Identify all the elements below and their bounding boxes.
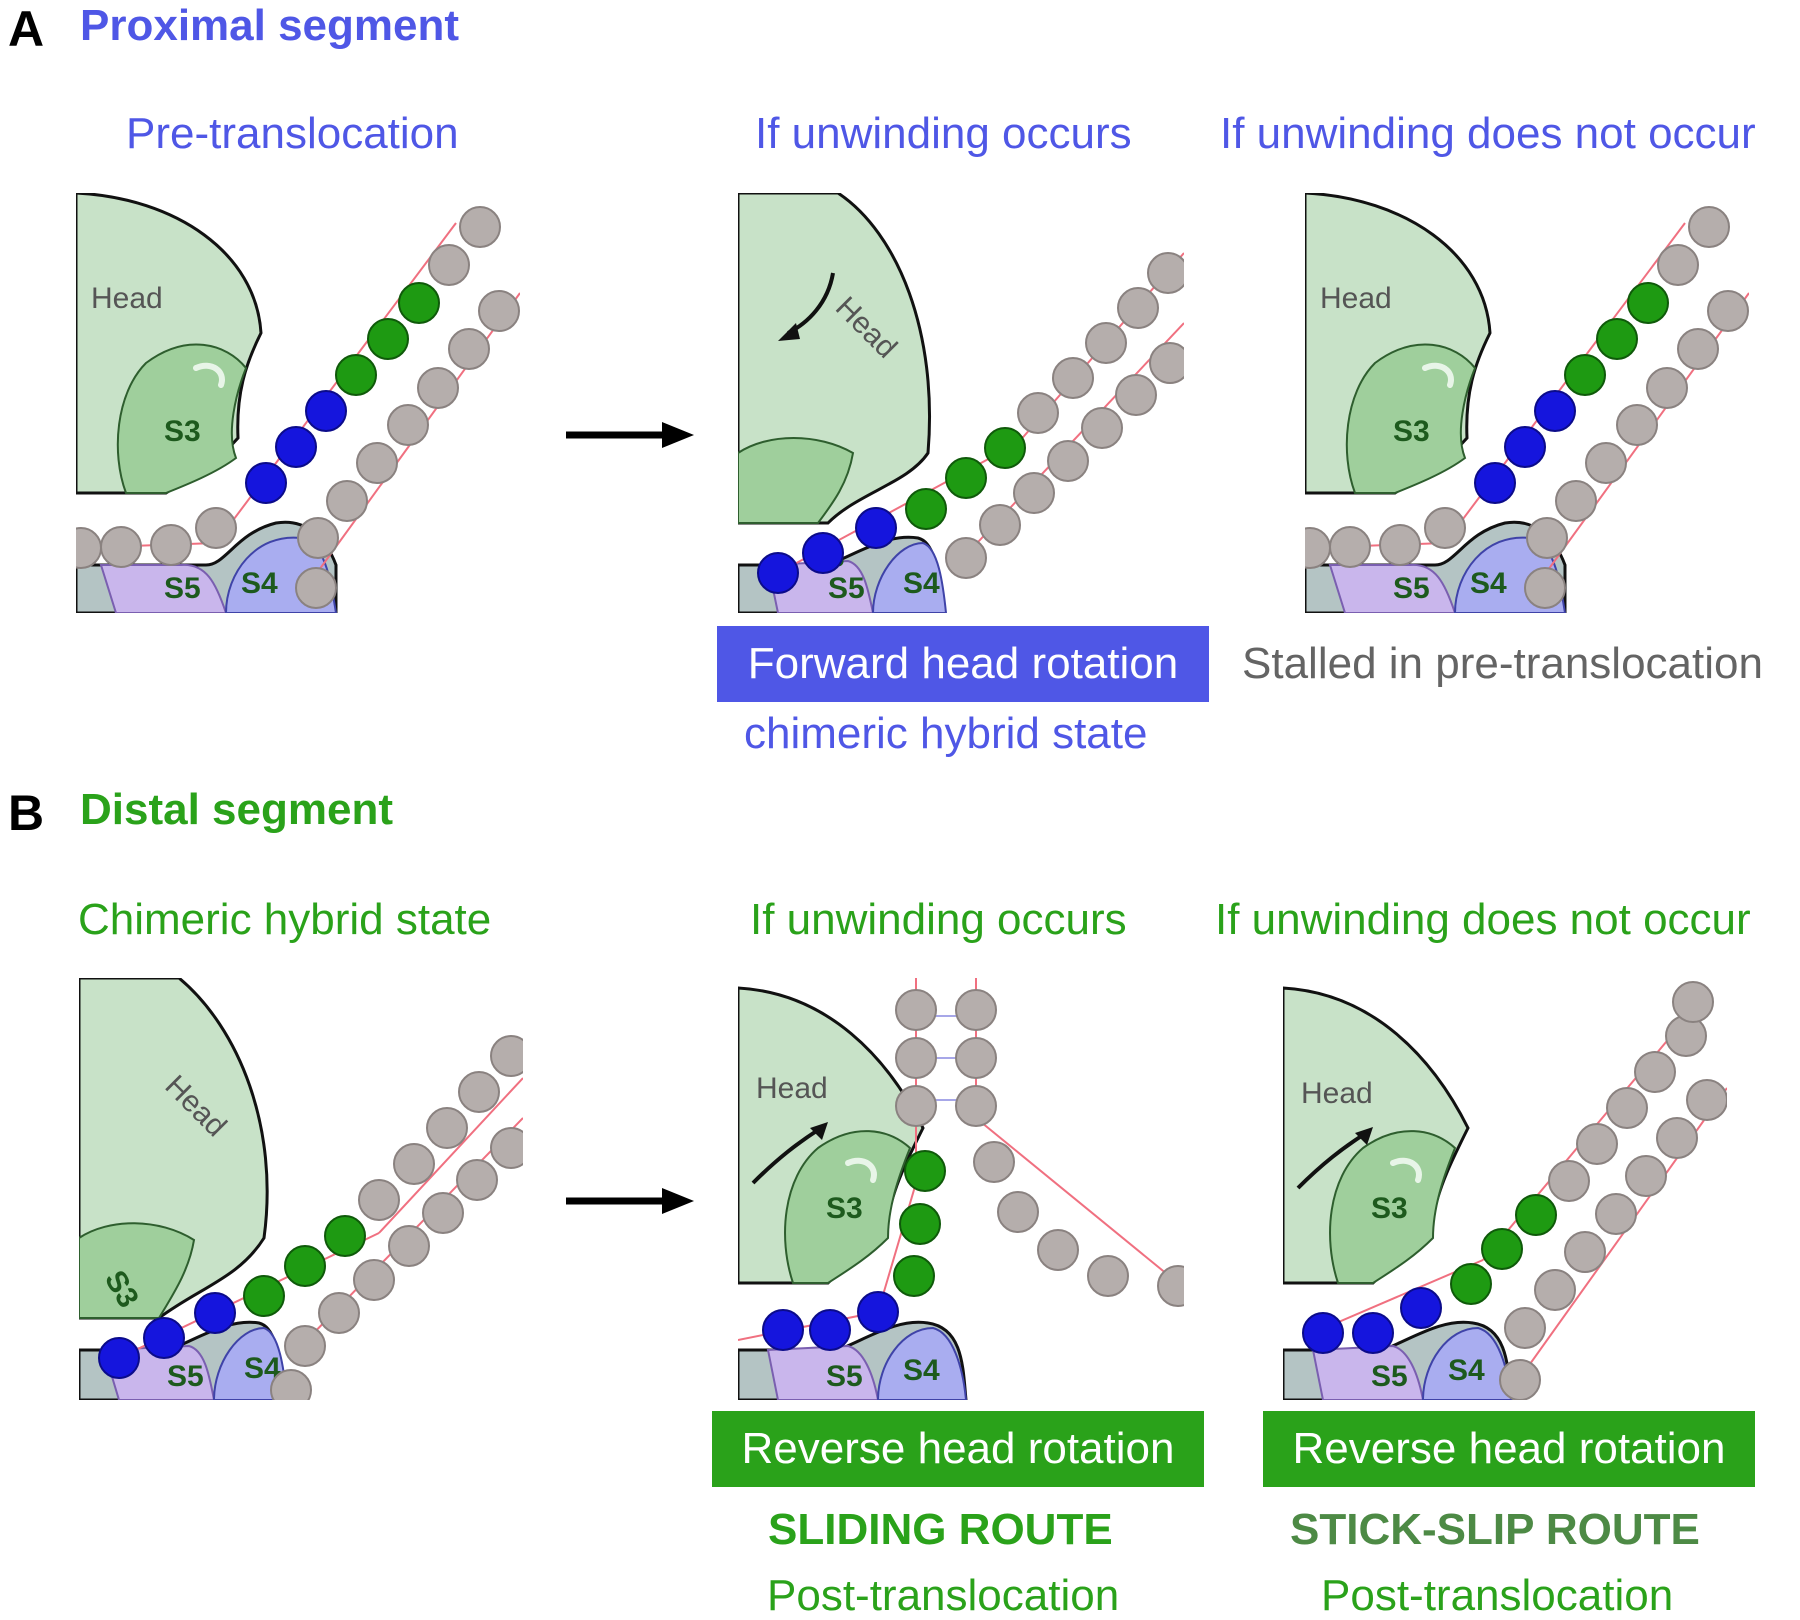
stalled-caption: Stalled in pre-translocation	[1242, 639, 1763, 688]
post-translocation-label-stick-slip: Post-translocation	[1321, 1571, 1674, 1620]
post-translocation-label-sliding: Post-translocation	[767, 1571, 1120, 1620]
panel-a-title: Proximal segment	[80, 1, 460, 50]
s5-label: S5	[1371, 1360, 1408, 1393]
panel-b-title: Distal segment	[80, 785, 393, 834]
panel-a-col3-header: If unwinding does not occur	[1220, 109, 1756, 158]
mrna-strand	[1302, 981, 1727, 1400]
head-label: Head	[756, 1072, 828, 1105]
s5-label: S5	[164, 572, 201, 605]
right-arrow-icon	[566, 420, 694, 455]
panel-b-letter: B	[8, 785, 45, 841]
s4-label: S4	[903, 567, 940, 600]
mrna-strand	[757, 252, 1184, 594]
s4-label: S4	[1470, 567, 1507, 600]
right-arrow-icon	[566, 1186, 694, 1221]
panel-a-unwinding-illustration: S3 S5 S4 Head	[738, 193, 1184, 613]
head-label: Head	[1301, 1077, 1373, 1110]
panel-a-letter: A	[8, 1, 45, 57]
s3-label: S3	[164, 415, 201, 448]
panel-b-col3-header: If unwinding does not occur	[1215, 895, 1751, 944]
s4-label: S4	[1448, 1354, 1485, 1387]
s3-label: S3	[1371, 1192, 1408, 1225]
s4-label: S4	[241, 567, 278, 600]
panel-b-stick-slip-illustration: Head S3 S5 S4	[1283, 978, 1727, 1400]
s4-label: S4	[903, 1354, 940, 1387]
mrna-strand	[738, 978, 1184, 1351]
chimeric-hybrid-state-label: chimeric hybrid state	[744, 709, 1148, 758]
reverse-head-rotation-box-stick-slip: Reverse head rotation	[1263, 1411, 1755, 1487]
reverse-head-rotation-label: Reverse head rotation	[741, 1424, 1175, 1473]
reverse-head-rotation-box-sliding: Reverse head rotation	[712, 1411, 1204, 1487]
s5-label: S5	[828, 572, 865, 605]
panel-a-pre-translocation-illustration: Head S3 S5 S4	[76, 193, 520, 613]
s5-label: S5	[167, 1360, 204, 1393]
s3-label: S3	[1393, 415, 1430, 448]
panel-a-col1-header: Pre-translocation	[126, 109, 459, 158]
panel-b-sliding-illustration: Head S3 S5 S4	[738, 978, 1184, 1400]
head-label: Head	[91, 282, 163, 315]
head-label: Head	[1320, 282, 1392, 315]
s5-label: S5	[826, 1360, 863, 1393]
s5-label: S5	[1393, 572, 1430, 605]
stick-slip-route-label: STICK-SLIP ROUTE	[1290, 1505, 1700, 1554]
ribosome-illustration-a1: Head S3 S5 S4	[76, 193, 520, 613]
ribosome-illustration-b2: Head S3 S5 S4	[738, 978, 1184, 1400]
panel-b-col1-header: Chimeric hybrid state	[78, 895, 492, 944]
mrna-strand	[76, 206, 520, 609]
panel-a-stalled-illustration: Head S3 S5 S4	[1305, 193, 1749, 613]
forward-head-rotation-box: Forward head rotation	[717, 626, 1209, 702]
ribosome-illustration-b3: Head S3 S5 S4	[1283, 981, 1727, 1400]
ribosome-illustration-a3: Head S3 S5 S4	[1305, 193, 1749, 613]
panel-b-chimeric-illustration: Head S3 S5 S4	[79, 978, 523, 1400]
ribosome-illustration-a2: S3 S5 S4 Head	[738, 193, 1184, 613]
forward-head-rotation-label: Forward head rotation	[747, 639, 1179, 688]
s3-label: S3	[826, 1192, 863, 1225]
mrna-strand	[1305, 206, 1749, 609]
panel-b-col2-header: If unwinding occurs	[750, 895, 1127, 944]
reverse-head-rotation-label: Reverse head rotation	[1292, 1424, 1726, 1473]
mrna-strand	[98, 1035, 523, 1400]
panel-a-col2-header: If unwinding occurs	[755, 109, 1132, 158]
ribosome-illustration-b1: Head S3 S5 S4	[79, 978, 523, 1400]
sliding-route-label: SLIDING ROUTE	[768, 1505, 1113, 1554]
